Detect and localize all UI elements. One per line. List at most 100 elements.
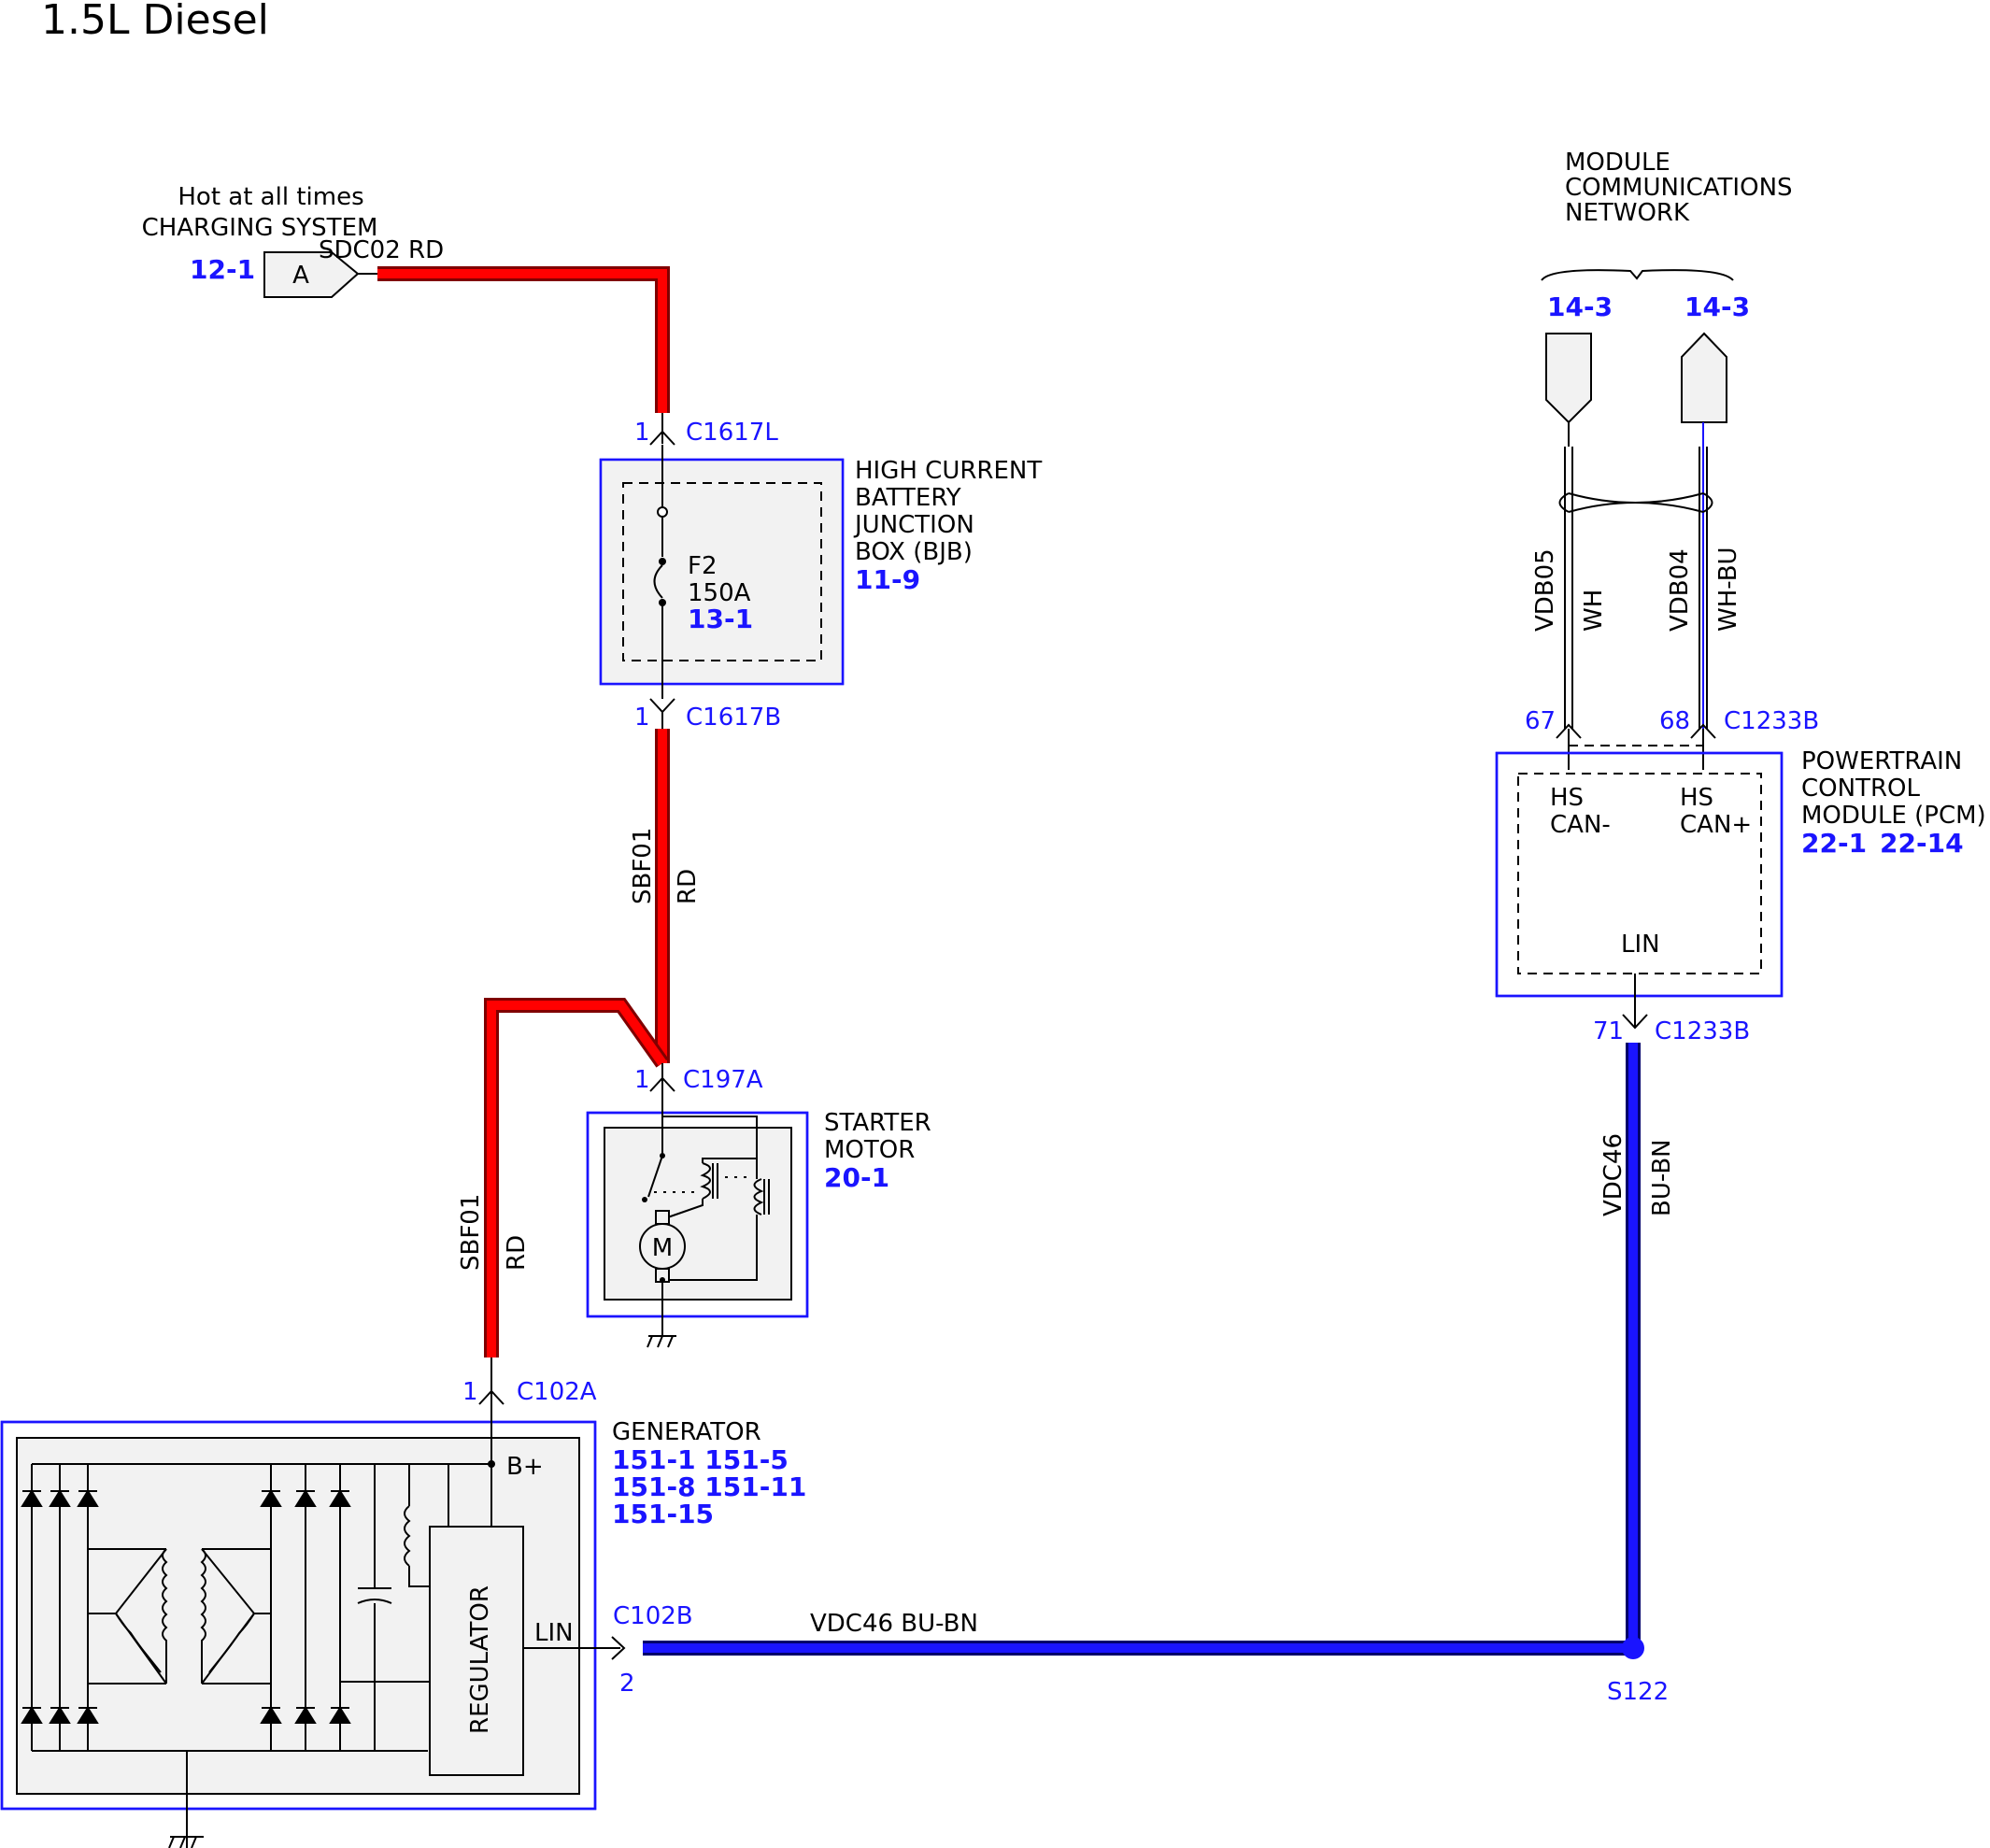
pcm-outline (1495, 751, 1784, 998)
pcm-hs-can-plus-line1: HS (1680, 784, 1713, 812)
network-brace-icon (1541, 269, 1734, 281)
starter-name-line2: MOTOR (824, 1136, 915, 1164)
generator-ref-line2: 151-8 151-11 (612, 1471, 806, 1502)
solenoid-core-2 (763, 1179, 770, 1215)
starter-connector: C197A (683, 1066, 763, 1094)
pcm-name-line1: POWERTRAIN (1801, 747, 1962, 775)
bjb-bottom-pin-icon (649, 698, 675, 714)
pcm-pin-71-icon (1622, 1014, 1648, 1030)
lin-wires (643, 1043, 1644, 1659)
pcm-dashed-boundary (1517, 773, 1762, 974)
motor-brush-top (655, 1210, 670, 1225)
wire-sdc02 (377, 269, 667, 413)
wire-vdb05 (1564, 447, 1573, 729)
regulator-label: REGULATOR (466, 1585, 494, 1734)
pcm-top-leads (1568, 729, 1704, 770)
powertrain-control-module: 67 68 C1233B HS CAN- HS CAN+ LIN 71 C123… (1495, 707, 1986, 1045)
pcm-border (1495, 751, 1784, 998)
stator-winding-right-icon (200, 1548, 206, 1684)
splice-s122-icon (1622, 1637, 1644, 1659)
starter-wire-c (702, 1158, 757, 1163)
bjb-top-pin: 1 (634, 419, 650, 447)
fuse-ref: 13-1 (688, 604, 753, 634)
starter-dot-b (660, 1153, 665, 1159)
generator-name: GENERATOR (612, 1418, 761, 1446)
starter-wire-d (662, 1215, 758, 1281)
bjb-top-connector: C1617L (686, 419, 778, 447)
generator-border (0, 1420, 597, 1811)
bjb-dashed-boundary (622, 482, 822, 661)
starter-motor: 1 C197A M STARTER MOTOR 20-1 (586, 1063, 931, 1348)
splice-name: S122 (1607, 1678, 1669, 1706)
network-connector-left (1545, 333, 1592, 424)
source-ref: 12-1 (190, 254, 255, 285)
wire-sbf01-lower-circuit: SBF01 (457, 1194, 485, 1271)
stator-right-leads (202, 1548, 271, 1685)
bjb-terminal (657, 506, 668, 518)
solenoid-coil-2-icon (753, 1178, 764, 1215)
regulator-block (429, 1526, 524, 1776)
wire-sbf01-lower-color: RD (503, 1235, 531, 1271)
red-wires (377, 266, 670, 1358)
wire-vdc46-circuit: VDC46 (1599, 1133, 1628, 1216)
bjb-border (599, 458, 845, 686)
network-connector-right (1681, 332, 1727, 423)
pcm-name-line2: CONTROL (1801, 775, 1920, 803)
generator-bplus: B+ (506, 1453, 544, 1481)
pcm-hs-can-plus-line2: CAN+ (1680, 811, 1752, 839)
generator-ref-line3: 151-15 (612, 1499, 714, 1529)
starter-border (586, 1111, 809, 1318)
stator-left-leads (88, 1548, 166, 1685)
field-coil-icon (404, 1505, 411, 1567)
fuse-name: F2 (688, 552, 718, 580)
starter-name-line1: STARTER (824, 1109, 931, 1137)
bjb-name-line3: JUNCTION (853, 511, 974, 539)
twisted-pair-icon (1558, 492, 1713, 513)
pcm-pin-67-icon (1556, 723, 1582, 739)
wire-vdc46-color: BU-BN (1648, 1139, 1676, 1216)
solenoid-coil-1-icon (700, 1162, 711, 1200)
bjb-name-line1: HIGH CURRENT (855, 457, 1042, 485)
bjb-bottom-connector: C1617B (686, 704, 781, 732)
bjb-dot (659, 558, 666, 565)
diode-rails-right (270, 1464, 341, 1751)
rectifier-diode-icons (21, 1489, 351, 1724)
source-connector: Hot at all times CHARGING SYSTEM 12-1 A (142, 183, 378, 298)
wire-sbf01-upper-circuit: SBF01 (629, 828, 657, 904)
wire-vdb04-circuit: VDB04 (1666, 548, 1694, 632)
network-label-line2: COMMUNICATIONS (1565, 174, 1793, 202)
generator-connector: C102A (517, 1378, 597, 1406)
lin-pin: 2 (619, 1670, 635, 1698)
wire-sdc02-outline (377, 266, 670, 413)
starter-ref: 20-1 (824, 1162, 889, 1193)
pcm-pin-left: 67 (1525, 707, 1556, 735)
module-network: MODULE COMMUNICATIONS NETWORK 14-3 14-3 … (1531, 149, 1793, 729)
source-connector-shape (263, 251, 360, 298)
bjb-fill (601, 460, 843, 684)
pcm-connector-bottom: C1233B (1655, 1017, 1750, 1045)
wire-sdc02-label: SDC02 RD (319, 236, 444, 264)
pcm-ref-1: 22-1 (1801, 828, 1867, 859)
fuse-f2-icon (653, 564, 663, 599)
pcm-hs-can-minus-line1: HS (1550, 784, 1584, 812)
wire-vdb05-circuit: VDB05 (1531, 548, 1559, 632)
pcm-connector-top: C1233B (1724, 707, 1819, 735)
generator: 1 C102A B+ (0, 1358, 806, 1848)
generator-pin: 1 (462, 1378, 478, 1406)
wire-vdc46-label: VDC46 BU-BN (810, 1610, 978, 1638)
source-connector-letter: A (292, 262, 309, 290)
network-right-ref: 14-3 (1684, 291, 1750, 322)
stator-right-delta-b (208, 1613, 255, 1673)
pcm-hs-can-minus-line2: CAN- (1550, 811, 1611, 839)
wire-sbf01-upper-color: RD (674, 869, 702, 904)
source-label-line2: CHARGING SYSTEM (142, 214, 378, 242)
starter-dot-c (660, 1277, 665, 1283)
pcm-lin: LIN (1621, 931, 1660, 959)
stator-left-delta-b (115, 1613, 162, 1673)
lin-pin-icon (611, 1636, 626, 1660)
regulator-lin: LIN (534, 1619, 574, 1647)
wire-vdb05-color: WH (1580, 590, 1608, 632)
starter-pin: 1 (634, 1066, 650, 1094)
pcm-pin-right: 68 (1659, 707, 1690, 735)
